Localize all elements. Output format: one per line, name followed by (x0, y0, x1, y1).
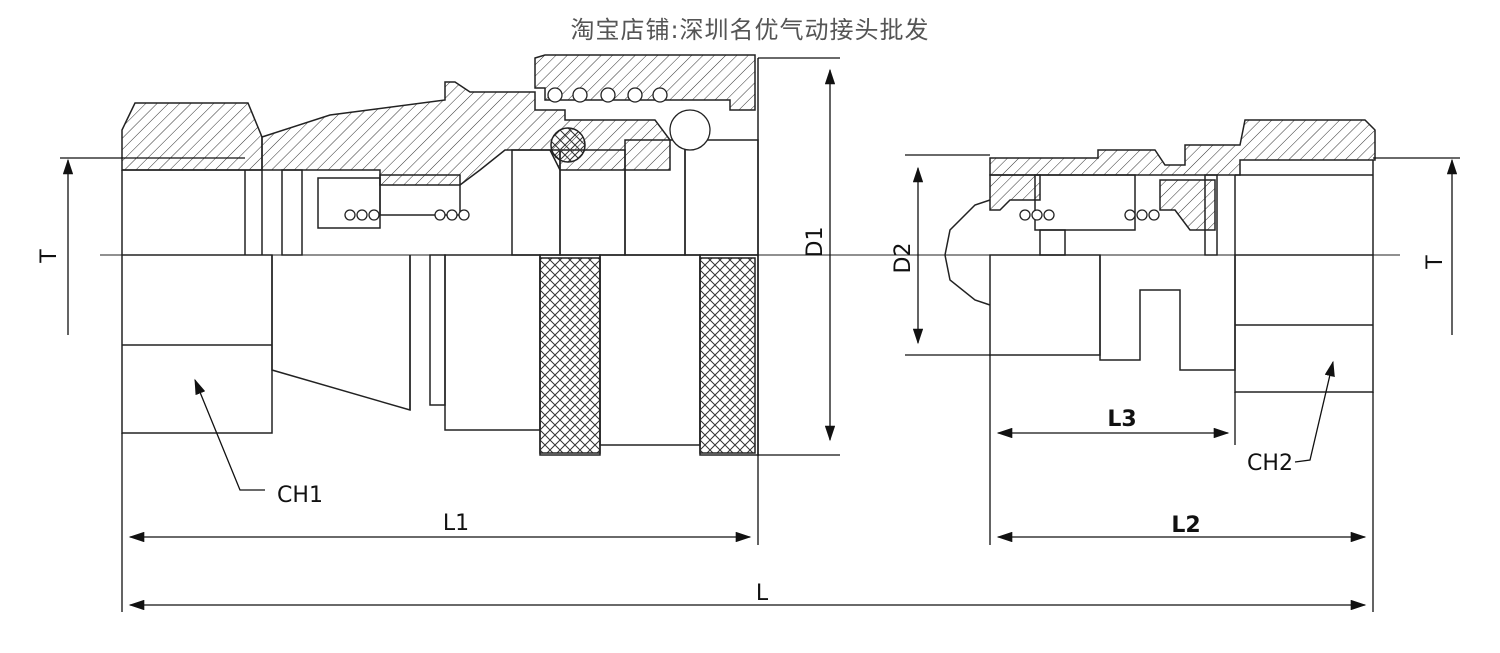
dim-label-ch1: CH1 (277, 483, 323, 508)
dim-label-l1: L1 (443, 511, 469, 536)
dimension-lines (60, 57, 1460, 612)
dim-label-d1: D1 (803, 227, 828, 258)
page-title: 淘宝店铺:深圳名优气动接头批发 (570, 16, 930, 44)
dim-label-t-right: T (1423, 255, 1448, 270)
dim-label-ch2: CH2 (1247, 451, 1293, 476)
plug-balls (1019, 209, 1160, 221)
dim-label-l3: L3 (1107, 407, 1136, 432)
dim-label-l: L (756, 581, 769, 606)
dim-label-t-left: T (37, 249, 62, 264)
socket-sleeve-grip (539, 127, 756, 454)
socket-balls (344, 87, 711, 221)
dim-label-d2: D2 (891, 243, 916, 274)
plug-body (944, 119, 1376, 393)
dim-label-l2: L2 (1171, 513, 1200, 538)
